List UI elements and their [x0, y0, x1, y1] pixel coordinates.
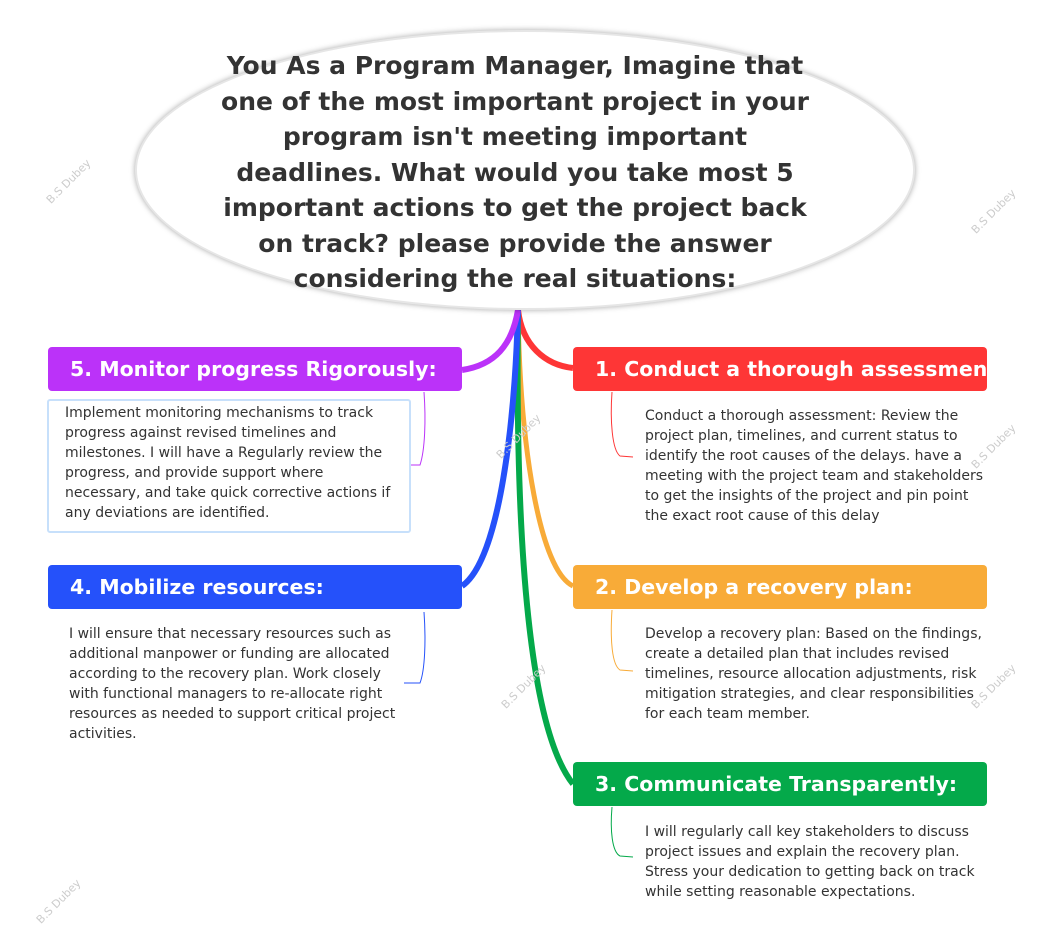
branch-2-header[interactable]: 2. Develop a recovery plan: — [573, 565, 987, 609]
connector-3 — [514, 309, 576, 786]
connector-2 — [515, 309, 575, 589]
branch-4-text: I will ensure that necessary resources s… — [69, 626, 396, 742]
branch-5-text[interactable]: Implement monitoring mechanisms to track… — [47, 399, 411, 533]
branch-1-header[interactable]: 1. Conduct a thorough assessment: — [573, 347, 1005, 391]
branch-4-header[interactable]: 4. Mobilize resources: — [48, 565, 462, 609]
branch-5-header[interactable]: 5. Monitor progress Rigorously: — [48, 347, 462, 391]
central-topic-bubble[interactable] — [135, 30, 915, 310]
branch-3-header[interactable]: 3. Communicate Transparently: — [573, 762, 987, 806]
branch-1-text: Conduct a thorough assessment: Review th… — [645, 408, 984, 524]
branch-3-text: I will regularly call key stakeholders t… — [645, 824, 975, 900]
connector-5 — [461, 309, 521, 373]
branch-2-text: Develop a recovery plan: Based on the fi… — [645, 626, 982, 722]
connector-1 — [515, 309, 574, 371]
central-topic: You As a Program Manager, Imagine that o… — [221, 51, 809, 293]
connector-4 — [460, 309, 521, 589]
